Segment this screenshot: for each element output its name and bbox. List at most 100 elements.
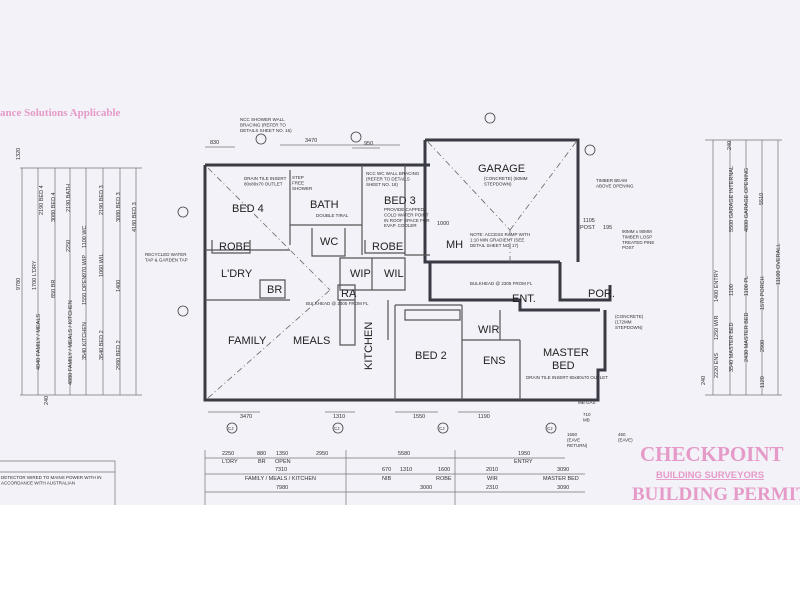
room-laundry: L'DRY: [221, 268, 253, 280]
dim: 4040 FAMILY / MEALS: [36, 314, 42, 370]
dim: 1700 L'DRY: [32, 260, 38, 290]
dim: 1950: [518, 451, 530, 457]
dim: 2250: [66, 240, 72, 252]
grid-markers: CJ CJ CJ CJ: [177, 112, 596, 434]
dim: 4880 FAMILY / MEALS / KITCHEN: [68, 300, 74, 385]
dim: 1120: [760, 376, 766, 388]
roof-lines: [207, 141, 577, 399]
right-dimensions: 240 5500 GARAGE INTERNAL 4800 GARAGE OPE…: [701, 139, 782, 396]
dim: 7310: [275, 467, 287, 473]
dim: 2190 BATH: [66, 184, 72, 212]
room-robe-bed4: ROBE: [219, 241, 250, 253]
dim: 2010: [486, 467, 498, 473]
dim: 880: [257, 451, 266, 457]
dim: 2430 MASTER BED: [744, 312, 750, 362]
room-entry: ENT.: [512, 293, 536, 305]
bottom-dimensions: 2250 L'DRY 880 BR 1350 OPEN 2950 5580 19…: [204, 450, 585, 505]
dim: ENTRY: [514, 459, 533, 465]
room-bath: BATH: [310, 199, 339, 211]
room-wir: WIR: [478, 324, 499, 336]
dim: 830: [210, 140, 219, 146]
room-master-1: MASTER: [543, 347, 589, 359]
room-garage: GARAGE: [478, 163, 525, 175]
room-ra: RA: [341, 288, 357, 300]
dim: 1350: [276, 451, 288, 457]
note-double-tiral: DOUBLE TIRAL: [316, 213, 349, 218]
stamp-subtitle: BUILDING SURVEYORS: [656, 470, 764, 481]
room-wil: WIL: [384, 268, 404, 280]
dim: OPEN: [275, 459, 291, 465]
certifier-stamp: CHECKPOINT BUILDING SURVEYORS BUILDING P…: [632, 442, 800, 505]
stamp-company: CHECKPOINT: [640, 442, 784, 466]
dim: 11100 OVERALL: [776, 244, 782, 285]
dim: 2190 BED 4: [39, 185, 45, 215]
dim: 1250 WIR: [714, 316, 720, 340]
room-family: FAMILY: [228, 335, 267, 347]
dim: 3090: [557, 485, 569, 491]
dim: 1190: [478, 414, 490, 420]
note-bulkhead-entry: BULKHEAD @ 2305 FROM FL: [470, 281, 533, 286]
dim: 950: [364, 141, 373, 147]
dim: MASTER BED: [543, 476, 579, 482]
dim: 1310: [333, 414, 345, 420]
dim: BR: [258, 459, 266, 465]
dim: 1060 WIL: [99, 253, 105, 277]
dim: 2250: [222, 451, 234, 457]
room-robe-bed3: ROBE: [372, 241, 403, 253]
dim: 3470: [305, 138, 317, 144]
left-dimensions: 1320 9780 2190 BED 4 1700 L'DRY 4040 FAM…: [16, 148, 142, 405]
dim: WIR: [487, 476, 498, 482]
dim: ROBE: [436, 476, 452, 482]
dim: 195: [603, 225, 612, 231]
dim: 3540 BED 2: [99, 330, 105, 360]
room-ens: ENS: [483, 355, 506, 367]
dim: 5580: [398, 451, 410, 457]
room-bed4: BED 4: [232, 203, 264, 215]
note-drain-ens: DRAIN TILE INSERT 80x80x70 OUTLET: [526, 375, 608, 380]
dim: 1400 ENTRY: [714, 269, 720, 302]
dim: 9780: [16, 278, 22, 290]
dim: 3080 BED 4: [51, 192, 57, 222]
dim: 240: [727, 141, 733, 150]
room-wip: WIP: [350, 268, 371, 280]
grid-marker-label: CJ: [547, 426, 553, 431]
dim: 3470: [240, 414, 252, 420]
grid-marker-label: CJ: [334, 426, 340, 431]
dim: 5510: [759, 193, 765, 205]
dim: 240: [44, 396, 50, 405]
dim: 1105: [583, 218, 595, 224]
floor-plan: ance Solutions Applicable BED 4 BATH BED…: [0, 107, 800, 505]
dim: POST: [580, 225, 596, 231]
room-bed3: BED 3: [384, 195, 416, 207]
dim: 5500 GARAGE INTERNAL: [729, 166, 735, 232]
room-porch: POR.: [588, 288, 615, 300]
dim: FAMILY / MEALS / KITCHEN: [245, 476, 316, 482]
room-kitchen: KITCHEN: [363, 322, 375, 370]
dim: 240: [701, 376, 707, 385]
dim: NIB: [382, 476, 392, 482]
dim: 1310: [400, 467, 412, 473]
room-meals: MEALS: [293, 335, 330, 347]
dim: 7980: [276, 485, 288, 491]
grid-marker-label: CJ: [439, 426, 445, 431]
dim: 670: [382, 467, 391, 473]
dim: 2900: [760, 340, 766, 352]
header-note: ance Solutions Applicable: [0, 107, 121, 119]
note-eave: 450(EAVE): [618, 432, 633, 442]
grid-marker-label: CJ: [228, 426, 234, 431]
walls: [203, 138, 612, 402]
dim: 1000: [437, 221, 449, 227]
dim: 1550: [413, 414, 425, 420]
dim: 1100: [729, 284, 735, 296]
dim: 2220 ENS: [714, 353, 720, 378]
